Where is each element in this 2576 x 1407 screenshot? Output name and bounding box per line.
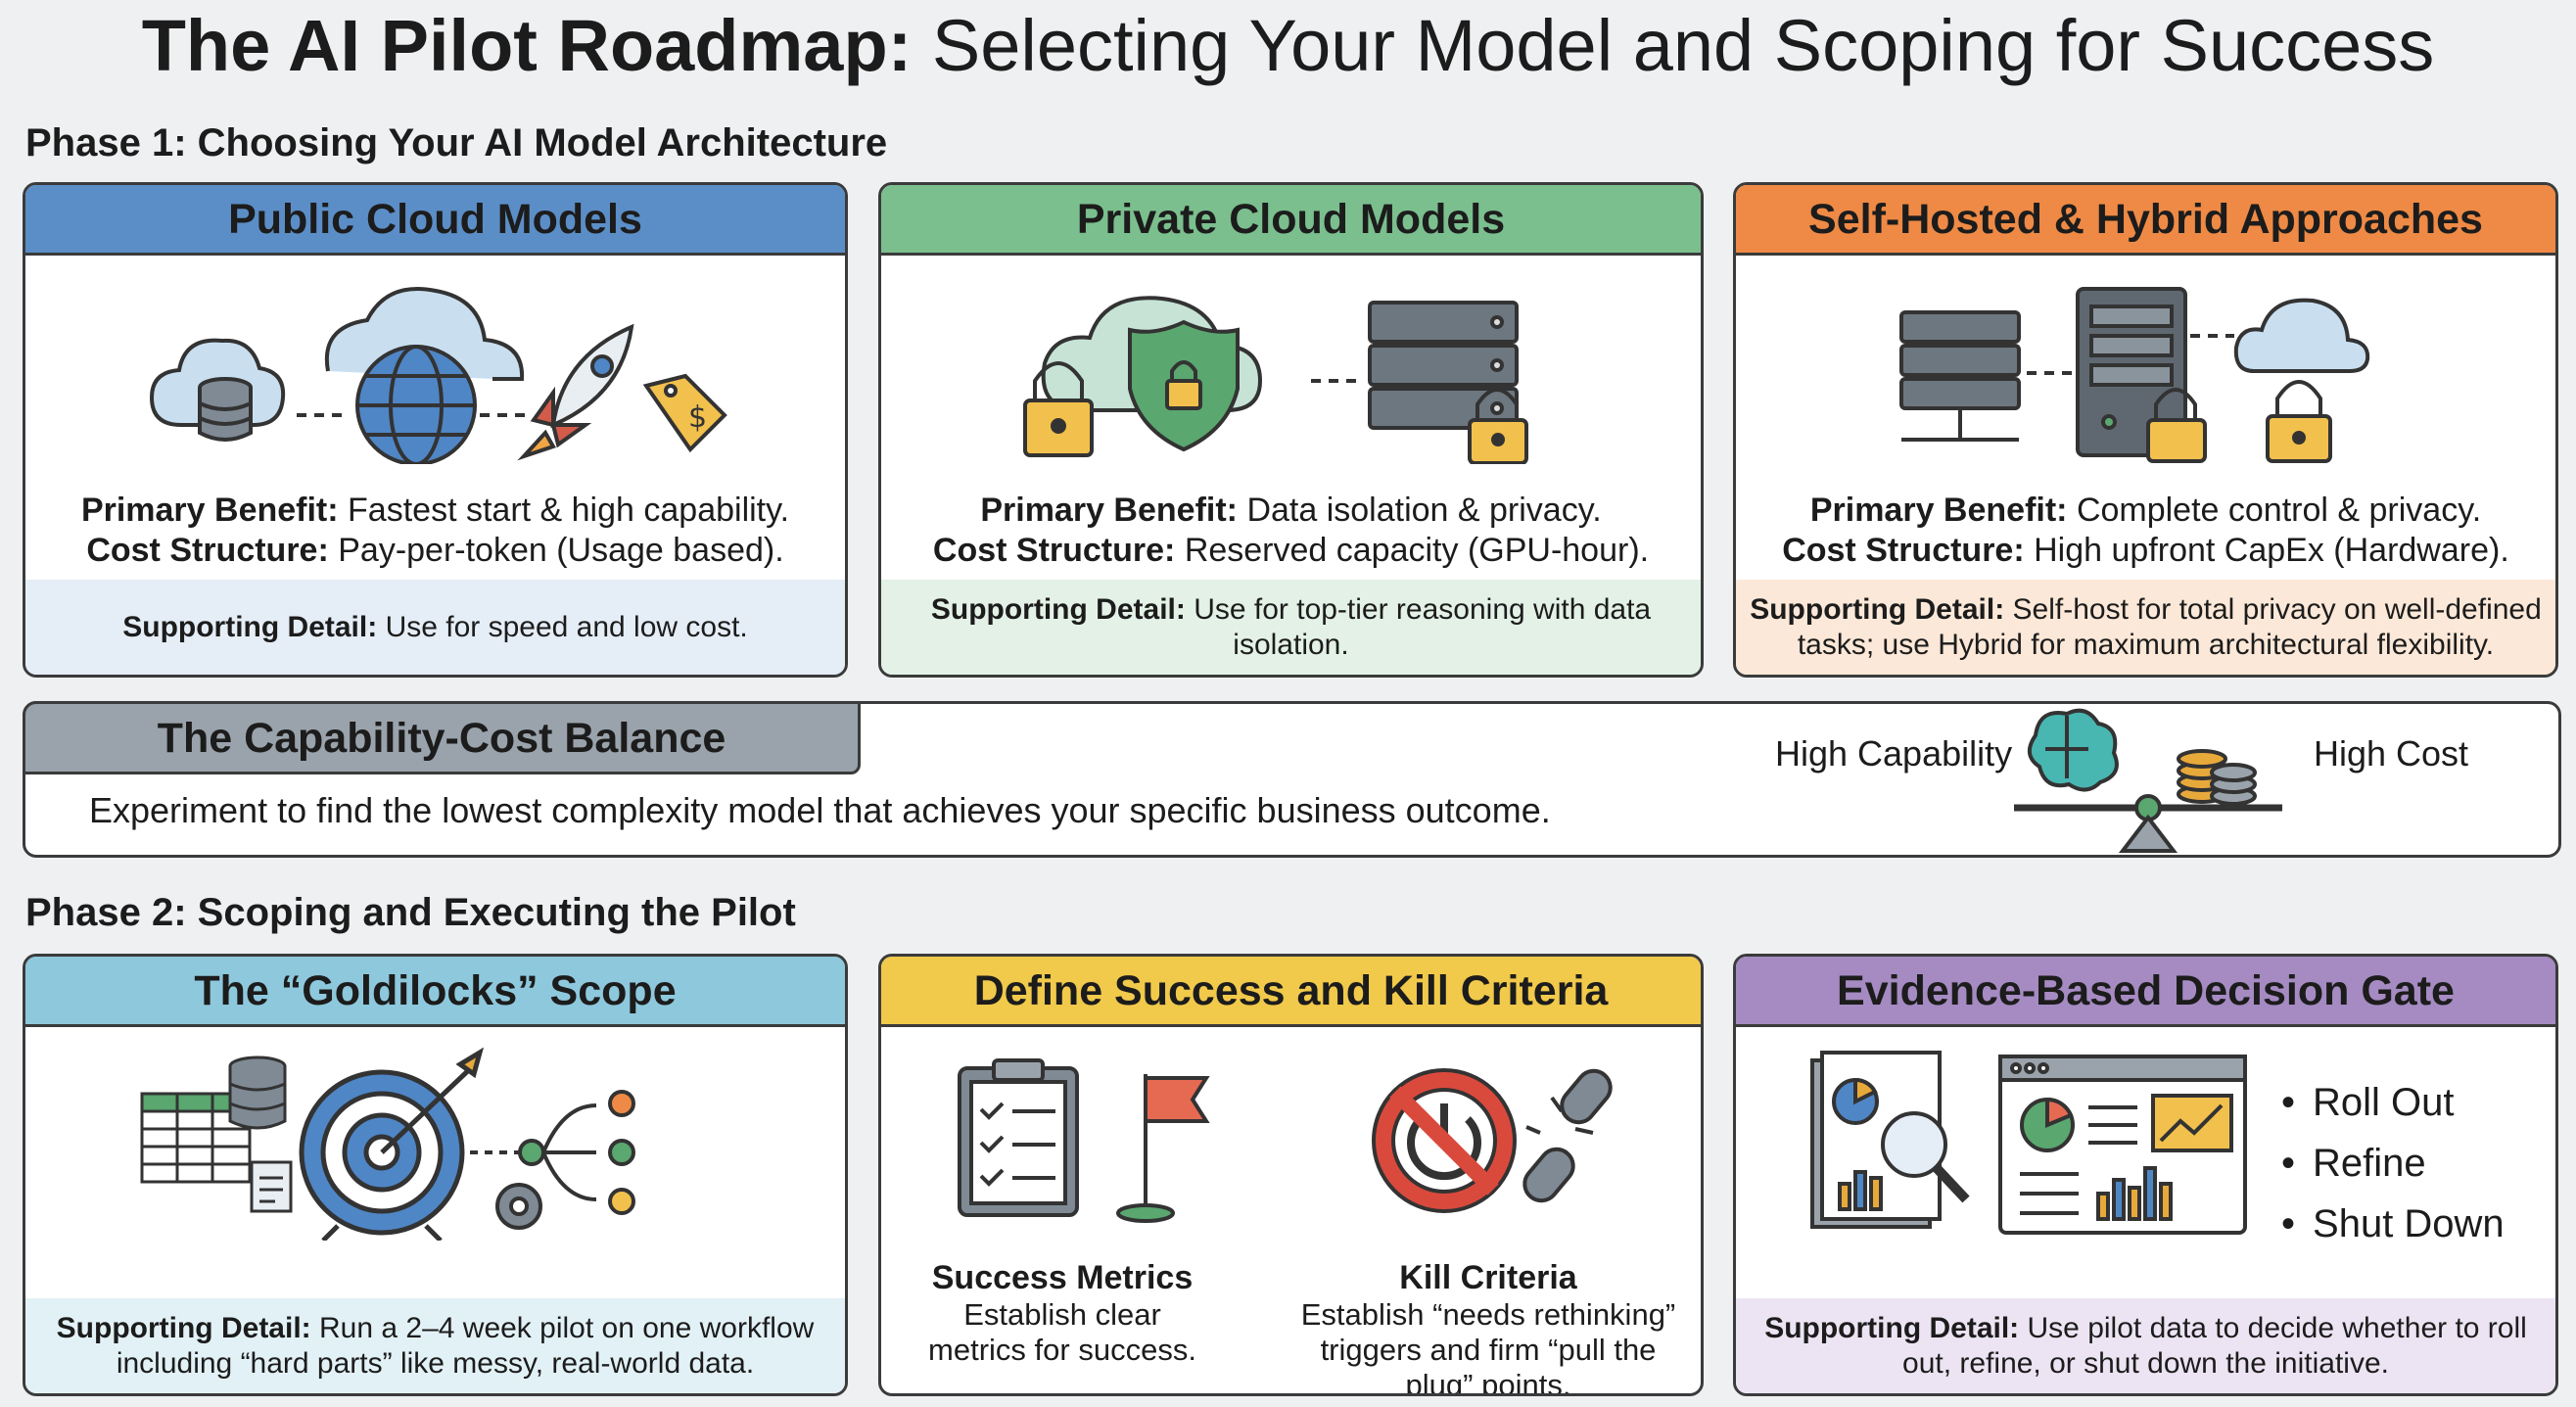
evidence-icons (1810, 1051, 2247, 1235)
cloud-database-icon (149, 338, 285, 442)
scope-icons (25, 1045, 845, 1241)
card-self-hosted: Self-Hosted & Hybrid Approaches (1733, 182, 2558, 678)
card-header: Private Cloud Models (881, 185, 1701, 256)
card-support: Supporting Detail: Use for speed and low… (25, 580, 845, 675)
title-rest: Selecting Your Model and Scoping for Suc… (931, 5, 2435, 86)
checklist-flag-icon (958, 1058, 1210, 1223)
high-capability-label: High Capability (1775, 733, 2013, 774)
padlock-icon (1467, 388, 1528, 464)
balance-title: The Capability-Cost Balance (23, 701, 861, 774)
title-bold: The AI Pilot Roadmap: (141, 5, 913, 86)
balance-text: Experiment to find the lowest complexity… (89, 790, 1551, 830)
clipboard-icon (958, 1058, 1079, 1217)
svg-text:$: $ (688, 400, 707, 435)
card-private-cloud: Private Cloud Models (878, 182, 1704, 678)
card-benefit: Primary Benefit: Complete control & priv… (1782, 492, 2509, 569)
broken-chain-icon (1522, 1068, 1613, 1203)
branching-arrows-icon (517, 1090, 635, 1215)
card-public-cloud: Public Cloud Models (23, 182, 848, 678)
option-refine: Refine (2281, 1133, 2505, 1194)
price-tag-icon: $ (642, 373, 727, 453)
phase2-heading: Phase 2: Scoping and Executing the Pilot (25, 891, 796, 934)
document-icon (250, 1160, 292, 1213)
gear-icon (494, 1183, 542, 1230)
card-decision-gate: Evidence-Based Decision Gate (1733, 954, 2558, 1396)
database-icon (228, 1055, 286, 1130)
option-roll-out: Roll Out (2281, 1072, 2505, 1133)
card-support: Supporting Detail: Use for top-tier reas… (881, 580, 1701, 675)
page-title: The AI Pilot Roadmap: Selecting Your Mod… (0, 6, 2576, 86)
phase1-heading: Phase 1: Choosing Your AI Model Architec… (25, 121, 888, 164)
brain-icon (2028, 708, 2119, 792)
card-success-kill-criteria: Define Success and Kill Criteria (878, 954, 1704, 1396)
card-header: Define Success and Kill Criteria (881, 957, 1701, 1027)
card-support: Supporting Detail: Use pilot data to dec… (1736, 1298, 2555, 1393)
kill-criteria: Kill Criteria Establish “needs rethinkin… (1300, 1259, 1676, 1396)
card-support: Supporting Detail: Self-host for total p… (1736, 580, 2555, 675)
server-network-icon (1898, 310, 2021, 442)
kill-switch-icon (1372, 1068, 1613, 1213)
success-metrics: Success Metrics Establish clear metrics … (928, 1259, 1196, 1367)
tower-server-icon (2075, 287, 2187, 457)
padlock-icon (2145, 388, 2207, 463)
public-cloud-icons: $ (25, 278, 845, 464)
coins-icon (2177, 749, 2257, 806)
padlock-icon (1022, 361, 1094, 457)
card-goldilocks-scope: The “Goldilocks” Scope (23, 954, 848, 1396)
report-magnifier-icon (1810, 1051, 1970, 1229)
card-header: Evidence-Based Decision Gate (1736, 957, 2555, 1027)
capability-cost-balance: The Capability-Cost Balance Experiment t… (23, 701, 2561, 858)
rocket-icon (516, 323, 633, 461)
prohibited-power-icon (1372, 1068, 1517, 1213)
flag-icon (1116, 1074, 1210, 1223)
scale-icon (2014, 708, 2282, 853)
card-header: Public Cloud Models (25, 185, 845, 256)
padlock-icon (2265, 380, 2332, 463)
cloud-icon (2233, 298, 2369, 373)
high-cost-label: High Cost (2314, 733, 2469, 774)
self-hosted-icons (1736, 283, 2555, 464)
card-support: Supporting Detail: Run a 2–4 week pilot … (25, 1298, 845, 1393)
card-header: The “Goldilocks” Scope (25, 957, 845, 1027)
card-header: Self-Hosted & Hybrid Approaches (1736, 185, 2555, 256)
private-cloud-icons (881, 283, 1701, 464)
card-benefit: Primary Benefit: Fastest start & high ca… (80, 492, 790, 569)
option-shut-down: Shut Down (2281, 1194, 2505, 1254)
spreadsheet-icon (140, 1092, 251, 1184)
cloud-globe-icon (324, 287, 524, 464)
target-icon (299, 1047, 484, 1241)
dashboard-icon (1998, 1055, 2247, 1235)
server-rack-icon (1367, 301, 1519, 430)
card-benefit: Primary Benefit: Data isolation & privac… (932, 492, 1650, 569)
cloud-shield-icon (1041, 296, 1262, 452)
decision-options: Roll Out Refine Shut Down (2281, 1072, 2505, 1254)
